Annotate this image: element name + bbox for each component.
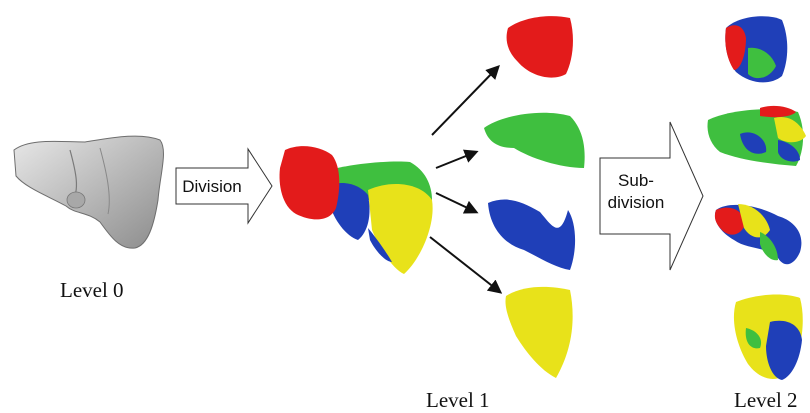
level2-part-3 <box>714 204 802 265</box>
level1-blue-part <box>488 199 576 270</box>
division-arrow <box>175 147 273 225</box>
level1-red-part <box>506 16 573 78</box>
level1-arrows <box>429 64 503 294</box>
level2-part-4 <box>733 294 803 380</box>
level1-yellow-part <box>505 286 573 378</box>
level2-part-1 <box>725 16 788 83</box>
level1-green-part <box>484 112 585 168</box>
division-label: Division <box>182 177 242 196</box>
subdivision-arrow <box>599 121 704 271</box>
level0-label: Level 0 <box>60 278 124 302</box>
subdivision-label-line2: division <box>607 193 665 212</box>
level0-liver <box>13 135 164 249</box>
subdivision-label: Sub- division <box>600 170 672 214</box>
level2-part-2 <box>707 105 806 166</box>
level1-label: Level 1 <box>426 388 490 412</box>
level1-liver-combined <box>279 146 433 274</box>
level2-label: Level 2 <box>734 388 798 412</box>
subdivision-label-line1: Sub- <box>618 171 654 190</box>
